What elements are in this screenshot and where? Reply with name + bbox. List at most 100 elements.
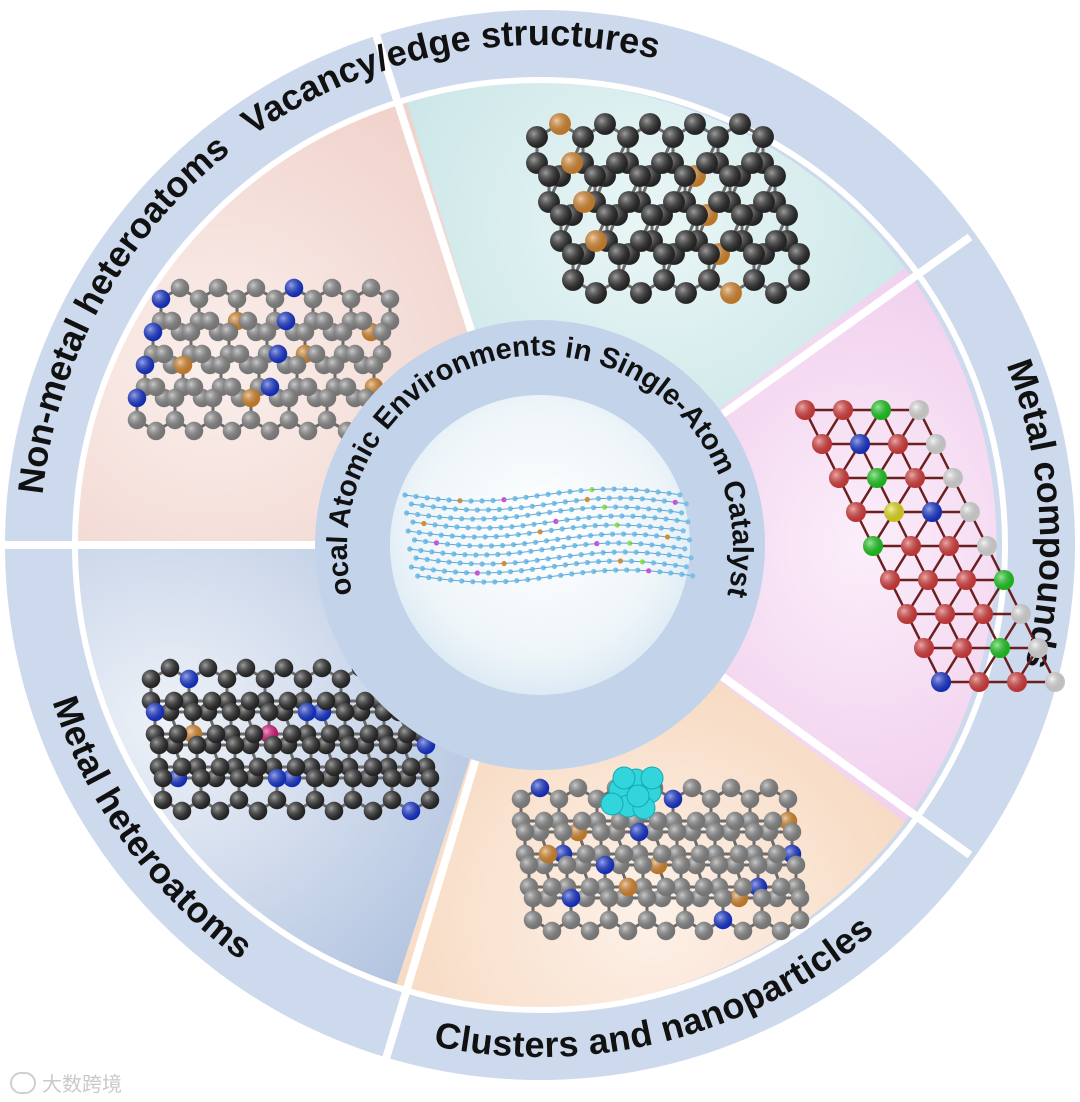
atom-shade <box>165 388 185 408</box>
atom-shade <box>653 269 675 291</box>
atom-shade <box>580 877 600 897</box>
sheet-atom <box>690 573 696 579</box>
atom-shade <box>519 855 539 875</box>
atom-shade <box>229 768 249 788</box>
atom-shade <box>952 638 972 658</box>
atom-shade <box>542 877 562 897</box>
atom-shade <box>763 811 783 831</box>
atom-shade <box>708 191 730 213</box>
atom-shade <box>752 910 772 930</box>
atom-shade <box>846 502 866 522</box>
atom-shade <box>765 282 787 304</box>
watermark-text: 大数跨境 <box>42 1072 122 1096</box>
atom-shade <box>759 778 779 798</box>
atom-shade <box>337 377 357 397</box>
sheet-atom <box>534 557 540 563</box>
atom-shade <box>572 811 592 831</box>
atom-shade <box>325 355 345 375</box>
atom-shade <box>675 282 697 304</box>
atom-shade <box>776 204 798 226</box>
atom-shade <box>211 355 231 375</box>
atom-shade <box>534 811 554 831</box>
atom-shade <box>585 282 607 304</box>
atom-shade <box>260 421 280 441</box>
atom-shade <box>990 638 1010 658</box>
atom-shade <box>786 855 806 875</box>
atom-shade <box>230 344 250 364</box>
atom-shade <box>298 377 318 397</box>
atom-shade <box>926 434 946 454</box>
sheet-atom <box>688 555 694 561</box>
sheet-atom <box>529 566 536 572</box>
atom-shade <box>740 789 760 809</box>
atom-shade <box>523 910 543 930</box>
atom-shade <box>241 410 261 430</box>
atom-shade <box>168 724 188 744</box>
atom-shade <box>153 790 173 810</box>
atom-shade <box>850 434 870 454</box>
atom-shade <box>684 113 706 135</box>
atom-shade <box>709 855 729 875</box>
sheet-atom <box>504 533 510 539</box>
atom-shade <box>812 434 832 454</box>
atom-shade <box>189 289 209 309</box>
sheet-atom <box>683 501 689 507</box>
atom-shade <box>707 126 729 148</box>
atom-shade <box>790 888 810 908</box>
atom-shade <box>596 204 618 226</box>
atom-shade <box>663 191 685 213</box>
atom-shade <box>222 377 242 397</box>
sheet-atom <box>540 565 547 571</box>
atom-shade <box>682 778 702 798</box>
atom-shade <box>172 801 192 821</box>
atom-shade <box>652 844 672 864</box>
atom-shade <box>721 778 741 798</box>
atom-shade <box>382 768 402 788</box>
atom-shade <box>210 801 230 821</box>
atom-shade <box>316 691 336 711</box>
molecule-structure-icon <box>127 278 400 441</box>
atom-shade <box>339 735 359 755</box>
atom-shade <box>143 322 163 342</box>
watermark: 大数跨境 <box>10 1068 122 1097</box>
atom-shade <box>562 269 584 291</box>
atom-shade <box>314 311 334 331</box>
atom-shade <box>549 113 571 135</box>
sheet-atom <box>677 492 683 498</box>
atom-shade <box>629 822 649 842</box>
atom-shade <box>694 921 714 941</box>
atom-shade <box>151 289 171 309</box>
atom-shade <box>401 757 421 777</box>
atom-shade <box>293 669 313 689</box>
atom-shade <box>918 570 938 590</box>
atom-shade <box>733 877 753 897</box>
atom-shade <box>164 691 184 711</box>
watermark-logo-icon <box>10 1071 36 1094</box>
atom-shade <box>312 658 332 678</box>
atom-shade <box>324 801 344 821</box>
atom-shade <box>298 421 318 441</box>
atom-shade <box>698 243 720 265</box>
atom-shade <box>363 801 383 821</box>
atom-shade <box>696 152 718 174</box>
sheet-atom <box>679 510 685 516</box>
atom-shade <box>286 801 306 821</box>
sheet-atom <box>512 560 518 566</box>
atom-shade <box>656 877 676 897</box>
atom-shade <box>257 322 277 342</box>
atom-shade <box>364 355 384 375</box>
center-disc <box>390 395 690 695</box>
atom-shade <box>286 757 306 777</box>
atom-shade <box>335 702 355 722</box>
atom-shade <box>287 355 307 375</box>
atom-shade <box>241 388 261 408</box>
atom-shade <box>701 789 721 809</box>
atom-shade <box>267 790 287 810</box>
sheet-atom <box>680 528 686 534</box>
sheet-atom <box>507 569 513 575</box>
atom-shade <box>833 400 853 420</box>
atom-shade <box>637 910 657 930</box>
atom-shade <box>191 790 211 810</box>
atom-shade <box>361 278 381 298</box>
sheet-atom <box>682 546 688 552</box>
